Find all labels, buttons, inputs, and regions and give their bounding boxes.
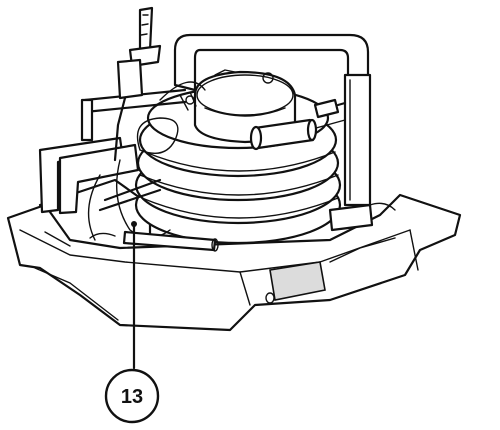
callout-13: 13 (104, 221, 160, 424)
callout-anchor-dot (131, 221, 137, 227)
right-fittings (313, 98, 396, 232)
service-valve (113, 6, 162, 162)
callout-label: 13 (121, 386, 143, 408)
left-pipes (38, 88, 187, 215)
compressor (193, 69, 297, 144)
bottom-pipe (89, 230, 219, 252)
callout-circle (104, 368, 160, 424)
filter-drier (249, 118, 346, 151)
